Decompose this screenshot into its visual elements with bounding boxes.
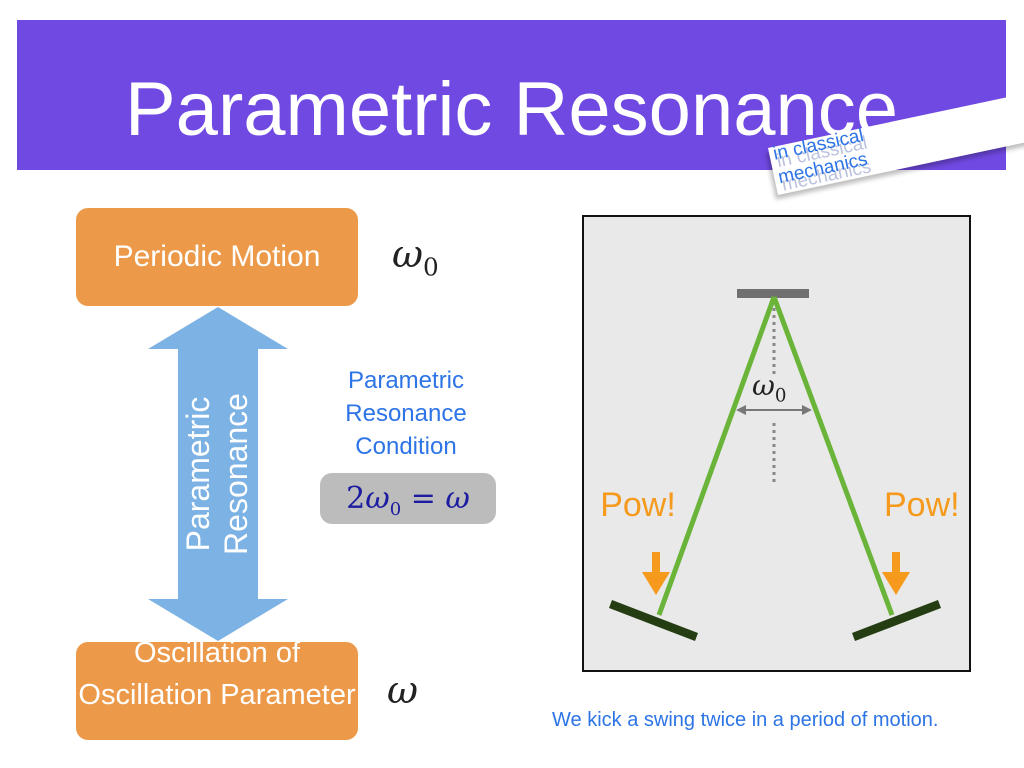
swing-caption: We kick a swing twice in a period of mot… — [552, 709, 939, 731]
swing-angle-omega-label: ω0 — [752, 369, 787, 407]
left-pow-label: Pow! — [600, 486, 676, 524]
periodic-motion-label: Periodic Motion — [113, 240, 321, 273]
parametric-resonance-arrow-label: Parametric Resonance — [180, 393, 254, 555]
right-kick-arrow-icon — [882, 552, 910, 595]
resonance-condition-label: Parametric Resonance Condition — [345, 367, 467, 460]
resonance-formula: 2ω0 = ω — [320, 473, 496, 524]
left-swing-rope — [656, 296, 777, 616]
title-banner: Parametric Resonance — [17, 20, 1006, 170]
right-pow-label: Pow! — [884, 486, 960, 524]
double-arrow-shape — [148, 307, 288, 641]
page-title: Parametric Resonance — [124, 67, 899, 152]
left-kick-arrow-icon — [642, 552, 670, 595]
periodic-motion-box: Periodic Motion — [76, 208, 358, 306]
angle-arrowhead-right — [802, 405, 812, 415]
double-arrow — [148, 307, 288, 641]
omega-symbol: ω — [387, 668, 418, 712]
swing-drawing — [609, 289, 941, 641]
swing-illustration: ω0 Pow! Pow! — [582, 215, 971, 672]
pivot-bar — [737, 289, 809, 298]
omega-zero-symbol: ω0 — [392, 232, 439, 282]
oscillation-parameter-box: Oscillation of Oscillation Parameter — [76, 642, 358, 740]
right-swing-rope — [771, 296, 895, 616]
oscillation-parameter-label: Oscillation of Oscillation Parameter — [78, 642, 356, 711]
angle-arrowhead-left — [736, 405, 746, 415]
right-swing-seat — [852, 600, 941, 641]
left-swing-seat — [609, 600, 698, 641]
